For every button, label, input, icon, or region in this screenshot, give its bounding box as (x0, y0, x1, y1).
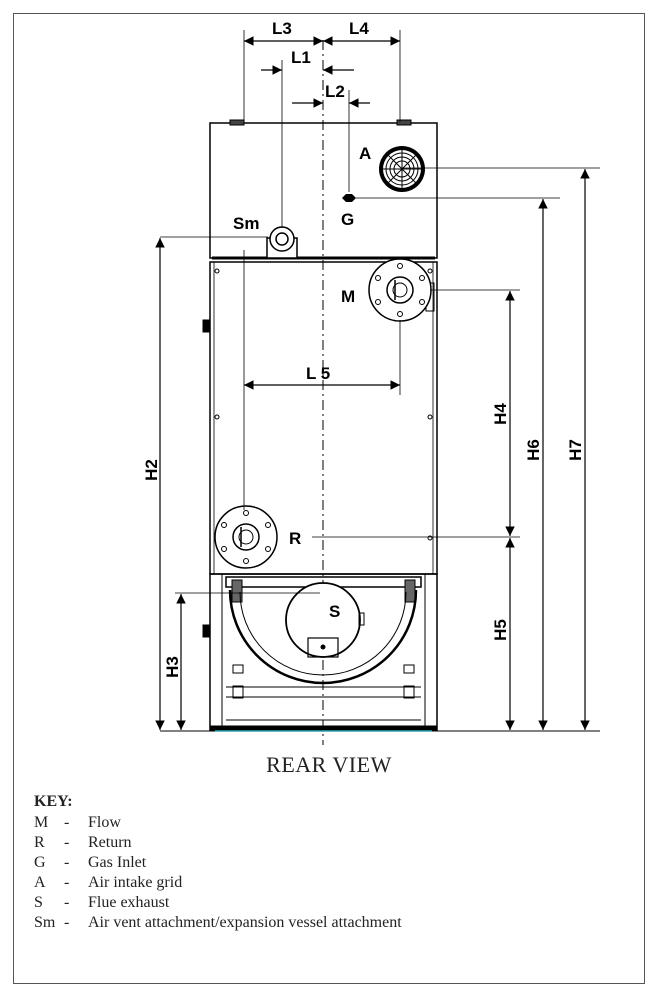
label-flow: M (341, 287, 355, 306)
dim-label-h4: H4 (491, 403, 510, 425)
dim-label-l3: L3 (272, 19, 292, 38)
dim-label-h6: H6 (524, 439, 543, 461)
key-item-flue-exhaust: S-Flue exhaust (34, 894, 170, 911)
dim-label-h3: H3 (163, 656, 182, 678)
page-frame (13, 13, 645, 984)
air-vent-attachment-icon (266, 226, 298, 259)
label-air-vent: Sm (233, 214, 259, 233)
label-gas-inlet: G (341, 210, 354, 229)
dimension-lines (155, 36, 590, 730)
extension-lines (160, 30, 600, 594)
return-flange-icon (214, 505, 278, 569)
flow-flange-icon (368, 258, 435, 322)
dim-label-h5: H5 (491, 619, 510, 641)
dim-label-h2: H2 (142, 459, 161, 481)
label-flue-exhaust: S (329, 602, 340, 621)
key-item-flow: M-Flow (34, 814, 121, 831)
view-title: REAR VIEW (266, 752, 392, 777)
label-return: R (289, 529, 301, 548)
dim-label-l2: L2 (325, 82, 345, 101)
key-item-air-vent: Sm-Air vent attachment/expansion vessel … (34, 914, 402, 931)
dim-label-h7: H7 (566, 439, 585, 461)
dim-label-l5: L 5 (306, 364, 330, 383)
key-legend: KEY: M-Flow R-Return G-Gas Inlet A-Air i… (34, 793, 402, 933)
key-item-air-intake: A-Air intake grid (34, 874, 183, 891)
label-air-intake: A (359, 144, 371, 163)
key-item-return: R-Return (34, 834, 132, 851)
key-item-gas-inlet: G-Gas Inlet (34, 854, 147, 871)
key-title: KEY: (34, 793, 73, 810)
dim-label-l1: L1 (291, 48, 311, 67)
dim-label-l4: L4 (349, 19, 369, 38)
flue-exhaust-icon (285, 582, 365, 658)
air-intake-grid-icon (379, 146, 425, 192)
gas-inlet-fitting-icon (342, 194, 356, 202)
